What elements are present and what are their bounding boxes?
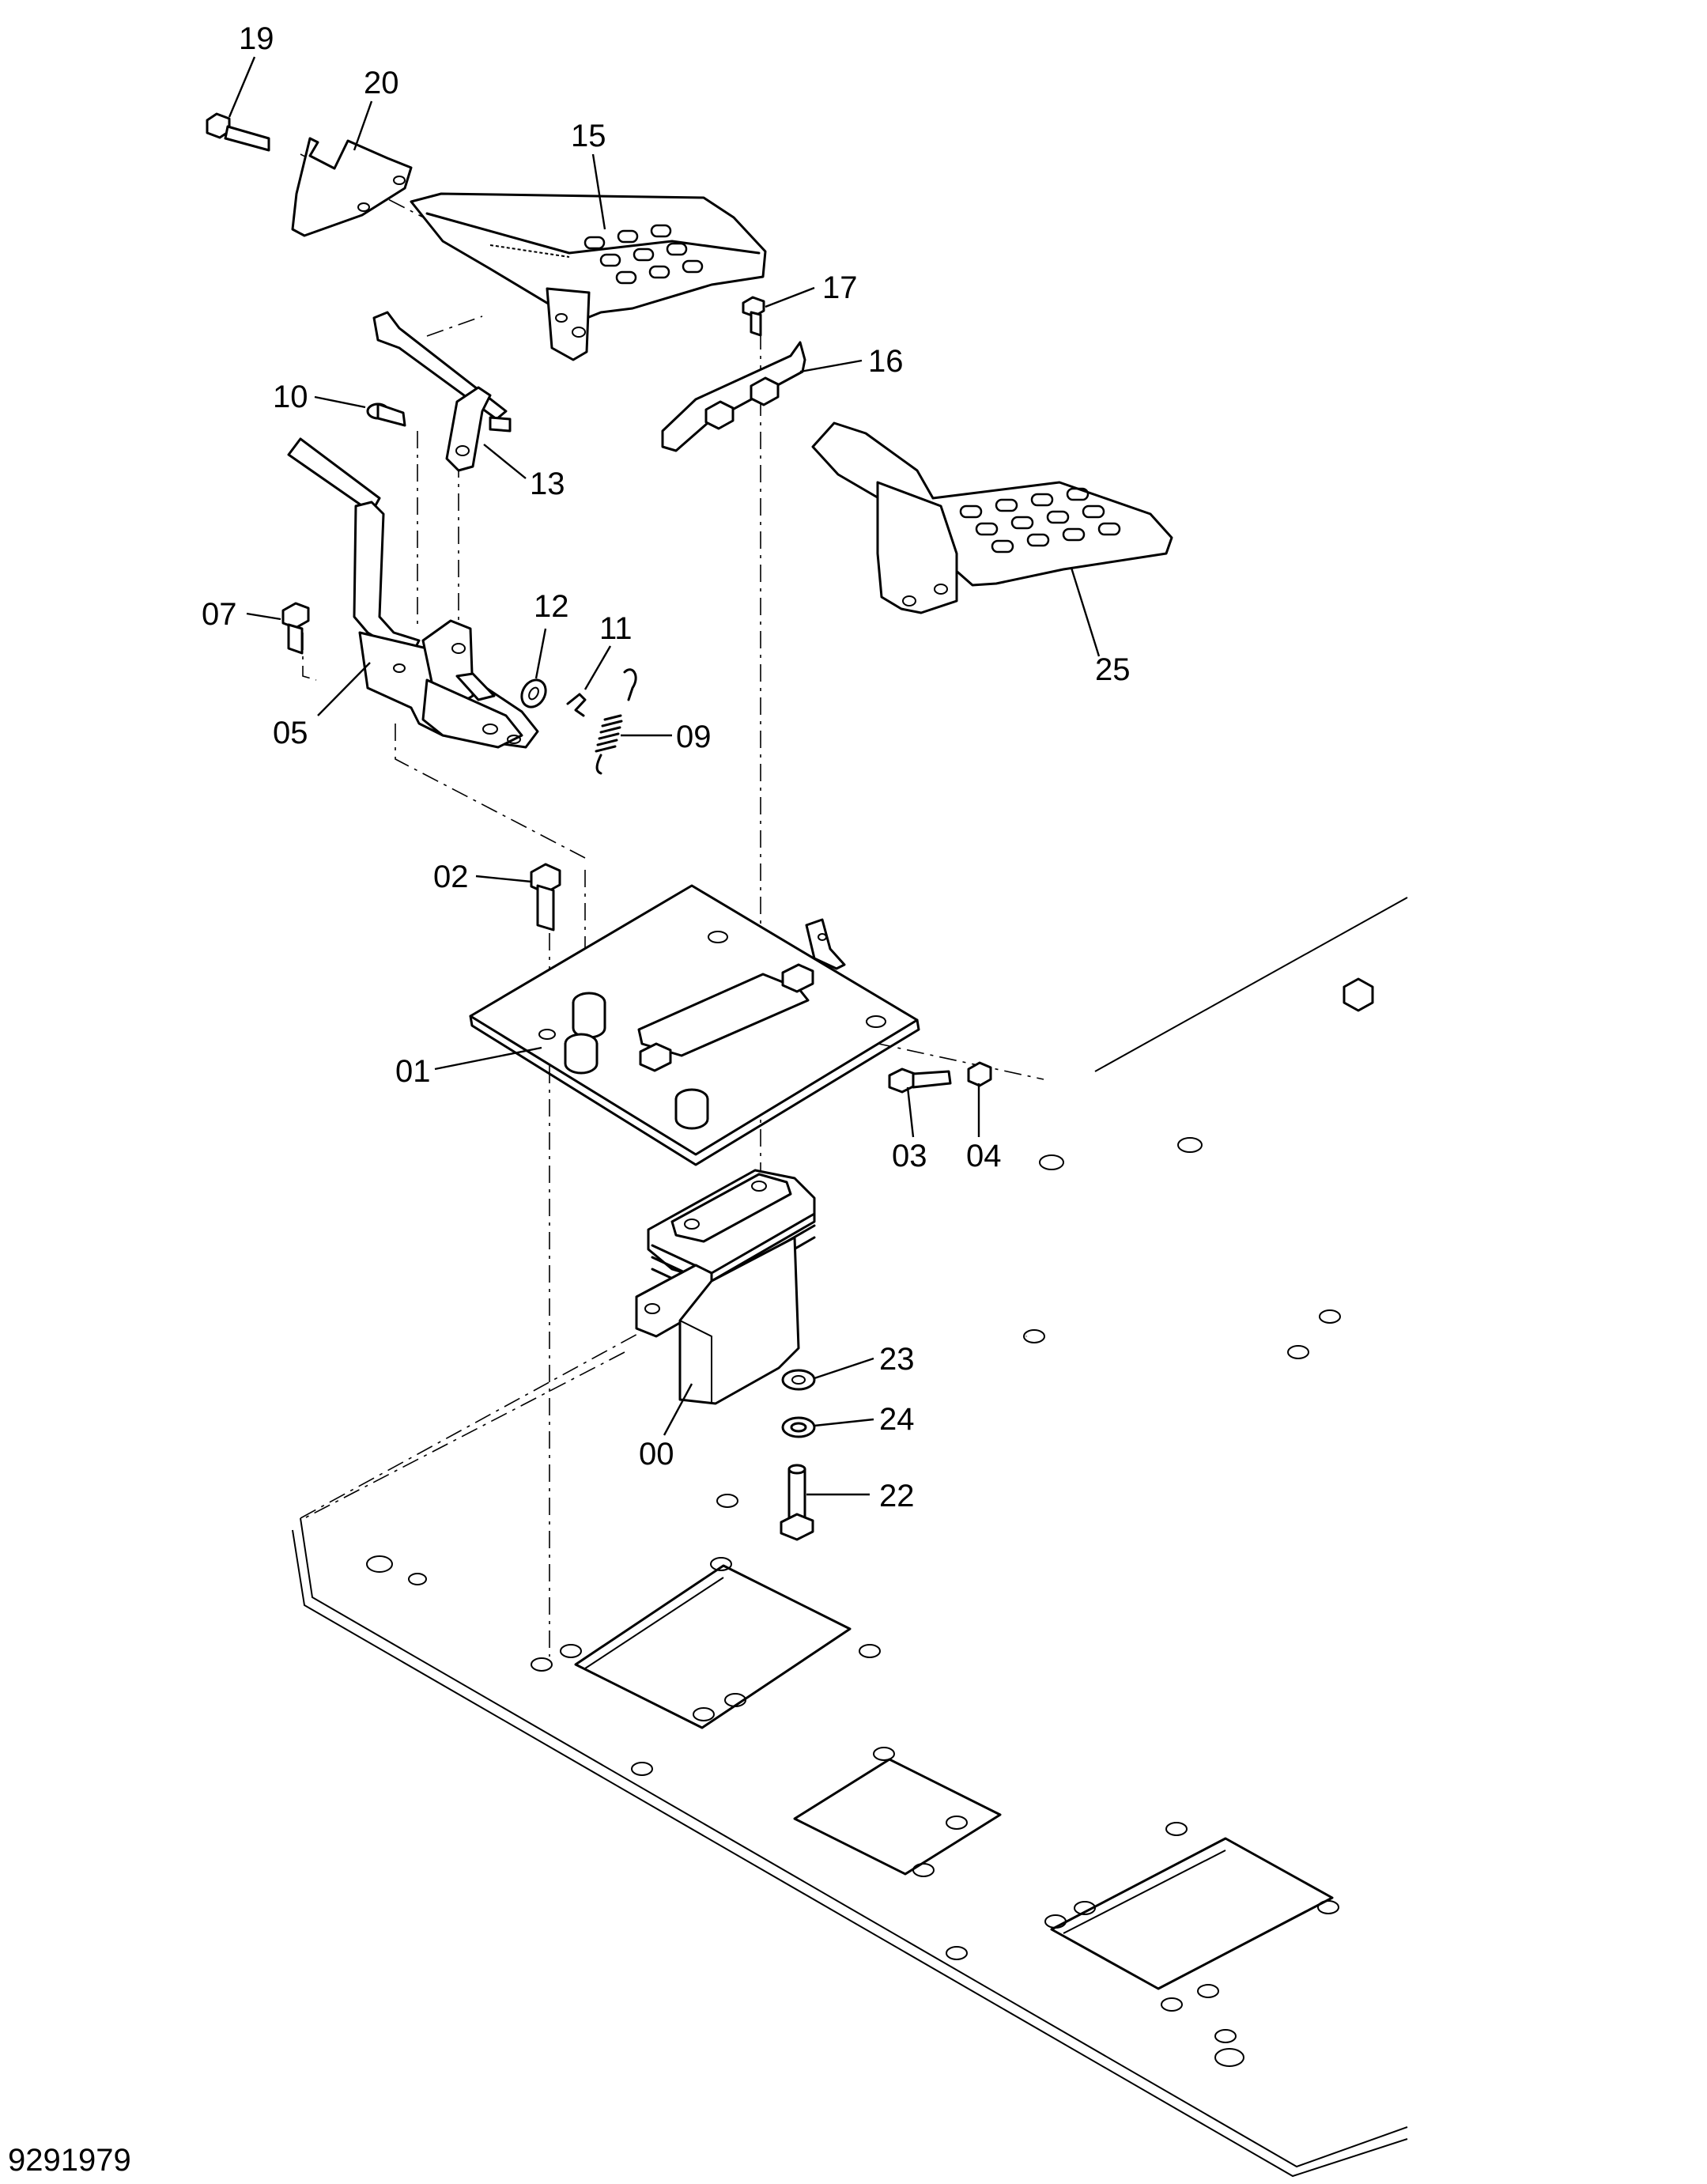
label-19: 19 <box>239 21 274 56</box>
part-24-washer <box>781 1416 816 1438</box>
label-10: 10 <box>273 380 308 414</box>
part-05-lever-bracket <box>287 437 539 749</box>
part-04-nut <box>967 1061 992 1087</box>
part-09-spring <box>595 668 637 775</box>
part-23-washer <box>781 1369 816 1391</box>
label-12: 12 <box>534 589 569 624</box>
label-16: 16 <box>868 344 904 379</box>
part-17-bolt <box>742 296 765 337</box>
part-01-base-plate <box>469 884 920 1166</box>
label-01: 01 <box>395 1054 431 1089</box>
label-13: 13 <box>530 467 565 501</box>
part-labels: 19 20 15 17 16 10 13 07 12 11 09 05 25 0… <box>202 21 1131 1513</box>
part-20-bracket <box>291 137 413 237</box>
part-25-pedal <box>811 421 1173 614</box>
label-09: 09 <box>676 720 712 754</box>
label-17: 17 <box>822 270 858 305</box>
part-10-pin <box>366 402 406 427</box>
part-16-plate <box>661 341 806 452</box>
part-19-bolt <box>206 112 270 152</box>
label-00: 00 <box>639 1437 674 1472</box>
label-23: 23 <box>879 1342 915 1377</box>
leader-lines <box>228 56 1101 1496</box>
part-15-pedal <box>410 192 767 361</box>
part-02-bolt <box>530 863 561 931</box>
part-00-valve <box>635 1169 816 1405</box>
part-03-bolt <box>888 1067 952 1094</box>
label-11: 11 <box>599 611 633 646</box>
part-12-washer <box>520 678 547 708</box>
label-04: 04 <box>966 1139 1002 1173</box>
floor-plate <box>292 897 1408 2178</box>
label-15: 15 <box>571 119 606 153</box>
label-24: 24 <box>879 1402 915 1437</box>
part-07-bolt <box>281 602 310 655</box>
label-05: 05 <box>273 716 308 750</box>
part-11-cotter-pin <box>566 693 587 717</box>
label-03: 03 <box>892 1139 927 1173</box>
label-07: 07 <box>202 597 237 632</box>
part-22-bolt <box>780 1464 814 1541</box>
label-25: 25 <box>1095 652 1131 687</box>
label-22: 22 <box>879 1479 915 1513</box>
label-20: 20 <box>364 66 399 100</box>
drawing-number: 9291979 <box>8 2143 131 2178</box>
label-02: 02 <box>433 860 469 894</box>
part-13-arm <box>372 311 512 472</box>
